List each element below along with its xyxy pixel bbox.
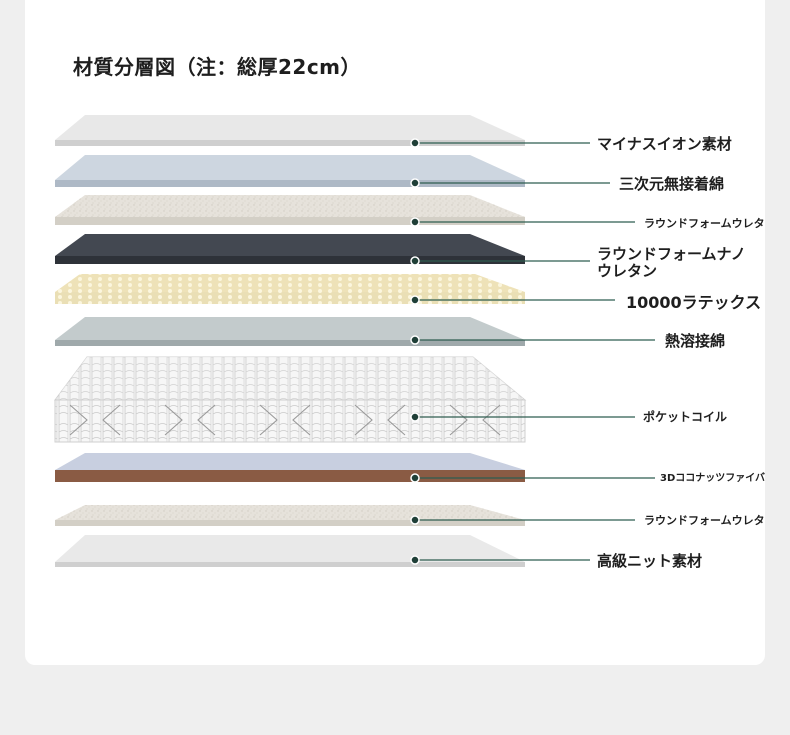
label-round-foam-2: ラウンドフォームウレタン: [644, 515, 765, 527]
layer-round-foam-2: [55, 505, 525, 526]
label-knit: 高級ニット素材: [597, 553, 702, 570]
label-nano-foam-line1: ラウンドフォームナノ: [597, 246, 746, 263]
layer-nano-foam: [55, 234, 525, 264]
layer-3d-cotton: [55, 155, 525, 187]
label-3d-cotton: 三次元無接着綿: [619, 176, 724, 193]
layer-knit: [55, 535, 525, 567]
label-round-foam-1: ラウンドフォームウレタン: [644, 218, 765, 230]
label-heat-bond: 熱溶接綿: [665, 333, 725, 350]
label-latex: 10000ラテックス: [626, 294, 761, 312]
label-coconut: 3Dココナッツファイバー: [660, 473, 765, 484]
label-pocket-coil: ポケットコイル: [643, 411, 727, 424]
layer-heat-bond: [55, 317, 525, 346]
layer-pocket-coil: [55, 357, 525, 442]
layer-minus-ion: [55, 115, 525, 146]
page-background-bottom: [0, 665, 790, 735]
label-minus-ion: マイナスイオン素材: [597, 136, 732, 153]
product-card: 材質分層図（注：総厚22cm）: [25, 0, 765, 665]
label-nano-foam-line2: ウレタン: [597, 263, 657, 280]
layer-round-foam-1: [55, 195, 525, 225]
